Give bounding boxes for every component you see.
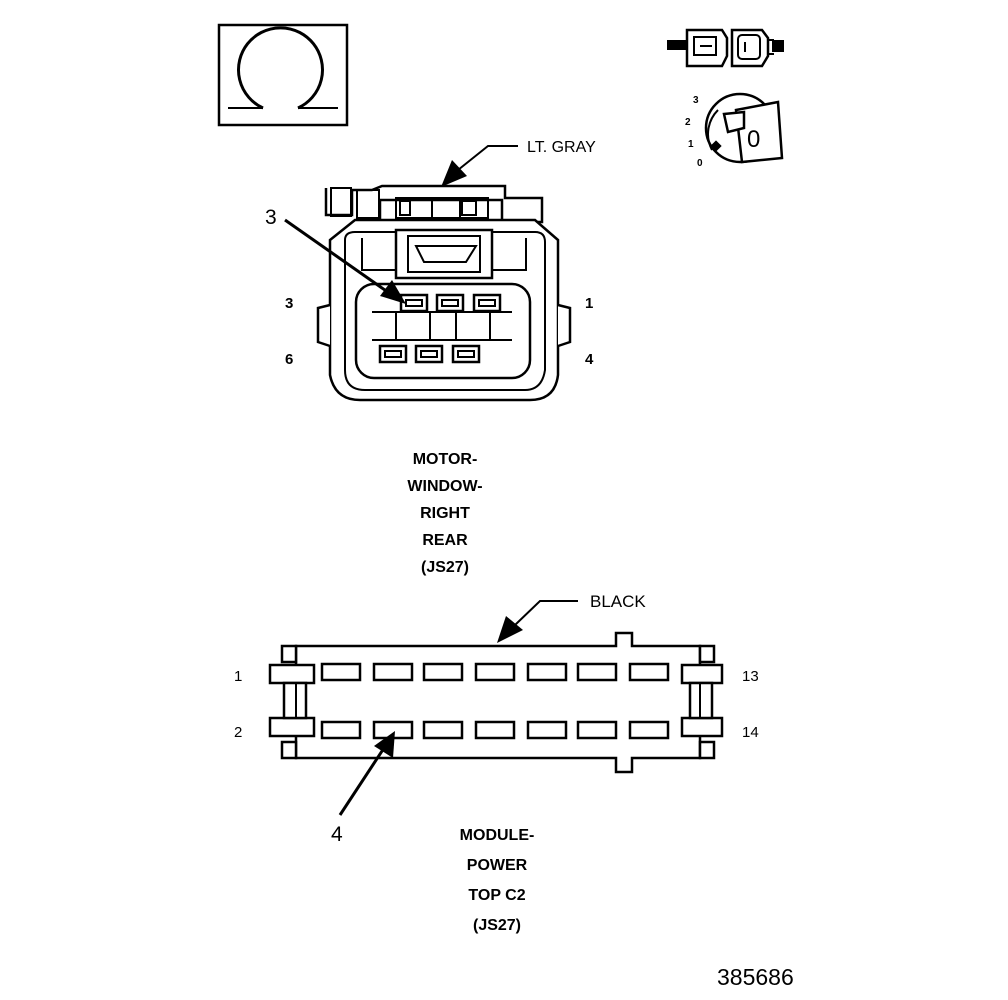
bottom-pin-label-1: 1 [234, 668, 242, 685]
bottom-pin-label-2: 2 [234, 724, 242, 741]
top-connector-name-line: RIGHT [420, 505, 470, 522]
module-power-connector [268, 600, 724, 816]
bottom-connector-name-line: (JS27) [473, 917, 521, 934]
bottom-connector-callout: 4 [331, 823, 343, 846]
top-pin-label-6: 6 [285, 351, 293, 368]
top-pin-label-1: 1 [585, 295, 593, 312]
bottom-pin-label-14: 14 [742, 724, 759, 741]
top-connector-name-line: MOTOR- [413, 451, 478, 468]
ohm-meter-icon [217, 23, 349, 127]
ignition-position-1: 1 [688, 139, 694, 150]
pin-row-top [320, 662, 670, 682]
top-connector-color-label: LT. GRAY [527, 139, 596, 156]
ignition-position-2: 2 [685, 117, 691, 128]
top-connector-callout: 3 [265, 206, 277, 229]
top-connector-name-line: (JS27) [421, 559, 469, 576]
ignition-key-label: 0 [747, 126, 760, 153]
bottom-connector-name-line: TOP C2 [468, 887, 525, 904]
bottom-pin-label-13: 13 [742, 668, 759, 685]
pin-row-bottom [320, 720, 670, 740]
bottom-connector-name: MODULE- POWER TOP C2 (JS27) [460, 827, 535, 934]
ignition-position-0: 0 [697, 158, 703, 169]
top-pin-label-3: 3 [285, 295, 293, 312]
pin-row-top [399, 293, 502, 313]
top-pin-label-4: 4 [585, 351, 594, 368]
top-connector-name: MOTOR- WINDOW- RIGHT REAR (JS27) [407, 451, 482, 576]
pin-row-bottom [378, 344, 481, 364]
motor-window-connector [284, 145, 572, 402]
ignition-position-3: 3 [693, 95, 699, 106]
connector-pair-icon [667, 28, 784, 68]
bottom-connector-name-line: MODULE- [460, 827, 535, 844]
top-connector-name-line: REAR [422, 532, 468, 549]
bottom-connector-name-line: POWER [467, 857, 528, 874]
figure-number: 385686 [717, 964, 794, 990]
ignition-switch-icon: 0 3 2 1 0 [685, 92, 784, 169]
bottom-connector-color-label: BLACK [590, 592, 646, 611]
top-connector-name-line: WINDOW- [407, 478, 482, 495]
